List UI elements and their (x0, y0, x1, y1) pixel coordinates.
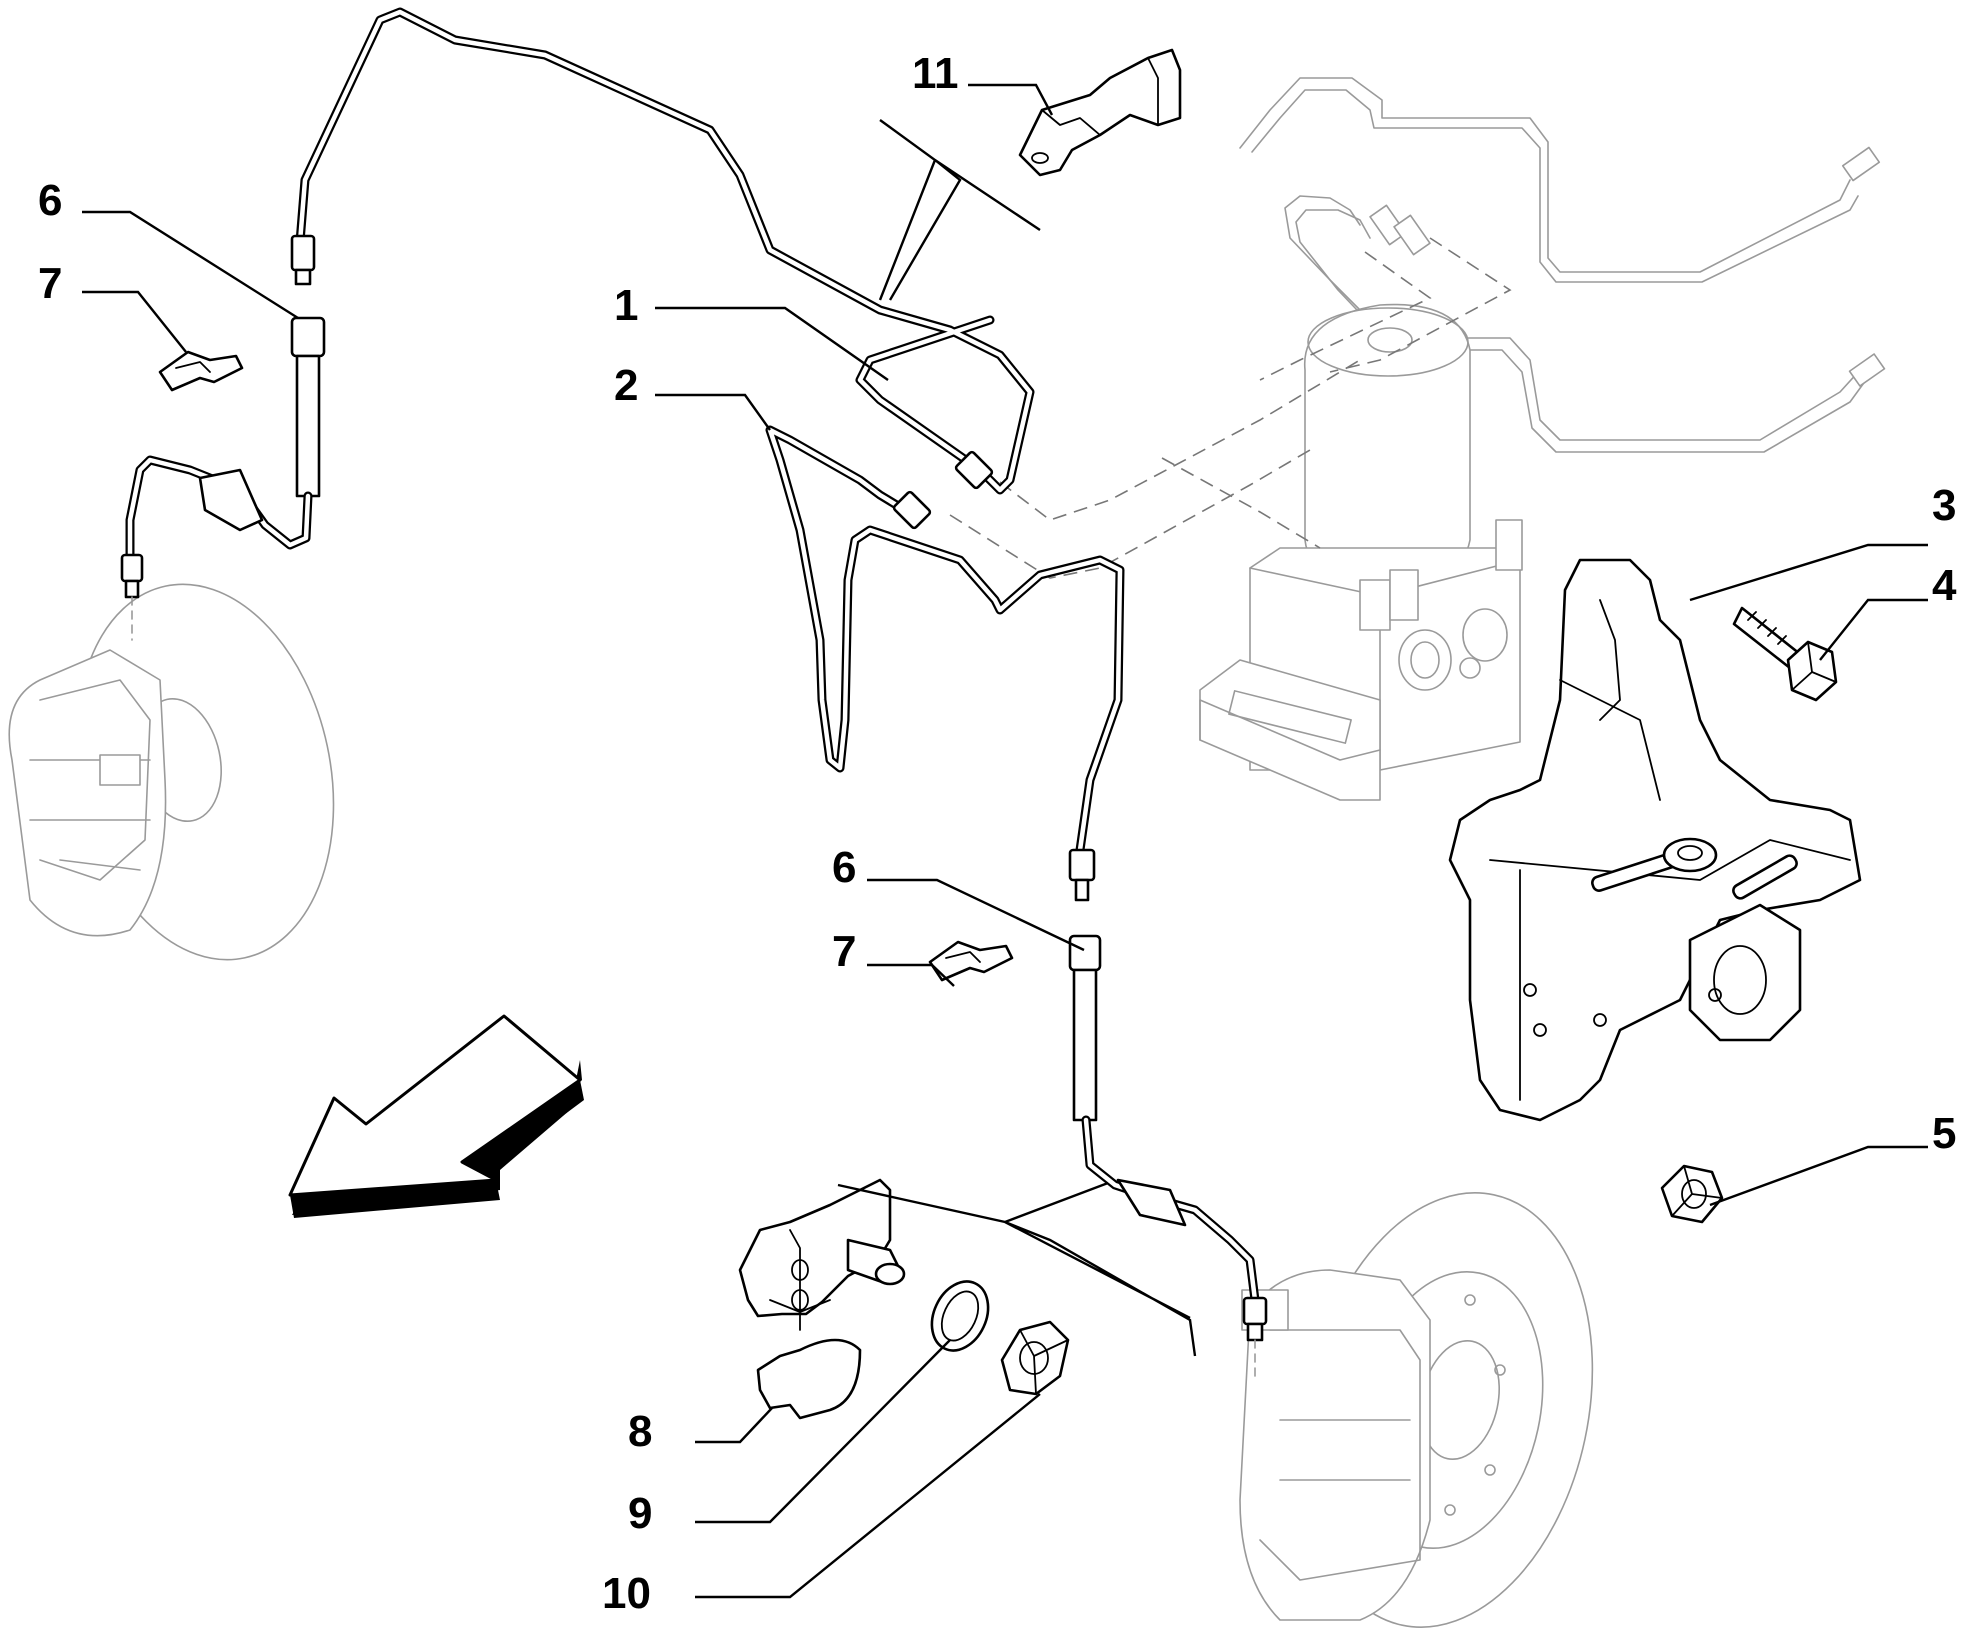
callout-11: 11 (912, 49, 959, 98)
callout-6-lower: 6 (832, 843, 856, 892)
leader-lines (82, 83, 1928, 1599)
callout-4: 4 (1932, 561, 1957, 610)
rear-brake-disc-ghost (1239, 1192, 1594, 1628)
pipe-bracket-11 (1018, 48, 1182, 177)
callout-3: 3 (1932, 481, 1956, 530)
rear-brake-hose (1068, 934, 1268, 1381)
callout-5: 5 (1932, 1109, 1956, 1158)
bolt-4 (1732, 606, 1838, 702)
callout-9: 9 (628, 1489, 652, 1538)
pipe-fittings (290, 234, 1096, 902)
abs-modulator-ghost (1199, 303, 1523, 801)
brake-pipe-1 (295, 7, 1035, 495)
dashed-connection-lines (949, 237, 1512, 579)
front-brake-hose (120, 316, 326, 641)
callout-1: 1 (614, 281, 638, 330)
callout-8: 8 (628, 1407, 652, 1456)
callout-7-upper: 7 (38, 259, 62, 308)
callout-10: 10 (602, 1569, 651, 1618)
front-direction-arrow (288, 1014, 584, 1218)
hose-clip-lower (928, 940, 1014, 982)
callout-6-upper: 6 (38, 176, 62, 225)
nut-10 (1000, 1320, 1070, 1396)
front-left-brake-disc-ghost (8, 583, 335, 961)
hose-bracket-8 (738, 1178, 906, 1420)
washer-9 (930, 1280, 990, 1352)
brake-pipe-2 (765, 425, 1125, 855)
hose-clip-upper (158, 350, 244, 392)
nut-5 (1660, 1164, 1724, 1224)
callout-2: 2 (614, 361, 638, 410)
abs-mounting-bracket (1448, 558, 1862, 1122)
callout-labels: 1 2 3 4 5 6 7 6 7 8 9 10 11 (38, 49, 1957, 1618)
callout-7-lower: 7 (832, 927, 856, 976)
